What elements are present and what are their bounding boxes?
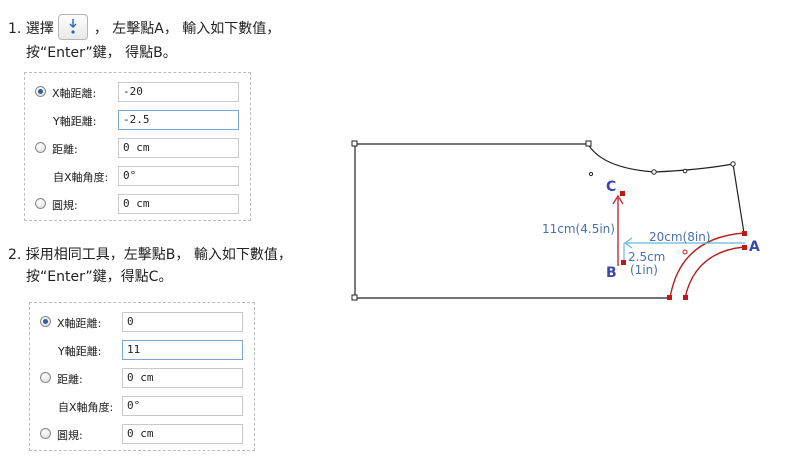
- curve-end-point[interactable]: [667, 295, 672, 300]
- outline-corner-point[interactable]: [585, 140, 592, 147]
- field-label: Y軸距離:: [58, 345, 102, 358]
- step-1-line1-start: 1. 選擇: [8, 21, 54, 37]
- step-1-line2: 按“Enter”鍵， 得點B。: [26, 45, 177, 61]
- value-input[interactable]: 0: [122, 312, 243, 332]
- value-input[interactable]: 0 cm: [118, 194, 239, 214]
- field-label: 圓規:: [52, 199, 78, 212]
- curve-control-point[interactable]: [651, 169, 657, 175]
- input-row: 距離: 0 cm: [25, 138, 250, 160]
- field-label: Y軸距離:: [53, 115, 97, 128]
- curve-end-point[interactable]: [742, 245, 747, 250]
- horizontal-dimension-label: 20cm(8in): [649, 230, 711, 244]
- input-row: 圓規: 0 cm: [30, 424, 254, 446]
- input-row: 距離: 0 cm: [30, 368, 254, 390]
- curve-control-point[interactable]: [588, 171, 594, 177]
- field-label: 自X軸角度:: [53, 171, 109, 184]
- vertical-dimension-label: 11cm(4.5in): [542, 222, 615, 236]
- value-input[interactable]: 0°: [118, 166, 239, 186]
- value-input[interactable]: -2.5: [118, 110, 239, 130]
- curve-control-point[interactable]: [682, 168, 688, 174]
- point-a-label: A: [749, 239, 760, 255]
- point-c-marker[interactable]: [620, 191, 625, 196]
- guide-arrow-left: [623, 237, 633, 249]
- field-label: 距離:: [52, 143, 78, 156]
- field-label: X軸距離:: [57, 317, 102, 330]
- outline-corner-point[interactable]: [351, 140, 358, 147]
- vertical-arrow-head: [612, 194, 624, 205]
- curve-end-point[interactable]: [683, 295, 688, 300]
- point-b-marker[interactable]: [621, 260, 626, 265]
- curve-end-point[interactable]: [742, 231, 747, 236]
- step-2-line1: 2. 採用相同工具，左擊點B， 輸入如下數值，: [8, 247, 292, 263]
- input-row: 自X軸角度: 0°: [25, 166, 250, 188]
- mode-radio-button[interactable]: [40, 372, 51, 383]
- vertical-arrows-icon: [69, 19, 77, 34]
- mode-radio-button[interactable]: [35, 198, 46, 209]
- value-input[interactable]: 0 cm: [122, 368, 243, 388]
- mode-radio-button[interactable]: [40, 316, 51, 327]
- value-input[interactable]: -20: [118, 82, 239, 102]
- small-dimension-sub-label: (1in): [630, 263, 658, 277]
- mode-radio-button[interactable]: [35, 86, 46, 97]
- field-label: 自X軸角度:: [58, 401, 114, 414]
- neckline-curve-outer[interactable]: [669, 232, 745, 299]
- point-offset-tool-button[interactable]: [57, 14, 88, 40]
- point-b-label: B: [606, 265, 617, 281]
- value-input[interactable]: 0 cm: [118, 138, 239, 158]
- step-2-instructions: 2. 採用相同工具，左擊點B， 輸入如下數值， 按“Enter”鍵，得點C。: [8, 244, 292, 288]
- input-row: X軸距離: 0: [30, 312, 254, 334]
- outline-corner-point[interactable]: [351, 294, 358, 301]
- small-dimension-label: 2.5cm: [628, 250, 665, 264]
- pattern-diagram: A B C 11cm(4.5in) 20cm(8in) 2.5cm (1in): [351, 140, 760, 301]
- value-input[interactable]: 11: [122, 340, 243, 360]
- field-label: 圓規:: [57, 429, 83, 442]
- input-row: Y軸距離: -2.5: [25, 110, 250, 132]
- curve-mid-point[interactable]: [682, 249, 688, 255]
- step-2-line2: 按“Enter”鍵，得點C。: [26, 269, 173, 285]
- point-c-label: C: [606, 179, 616, 195]
- value-input[interactable]: 0 cm: [122, 424, 243, 444]
- field-label: X軸距離:: [52, 87, 97, 100]
- input-row: X軸距離: -20: [25, 82, 250, 104]
- input-row: Y軸距離: 11: [30, 340, 254, 362]
- step-1-instructions: 1. 選擇 ， 左擊點A， 輸入如下數值， 按“Enter”鍵， 得點B。: [8, 14, 281, 64]
- input-row: 自X軸角度: 0°: [30, 396, 254, 418]
- input-row: 圓規: 0 cm: [25, 194, 250, 216]
- mode-radio-button[interactable]: [40, 428, 51, 439]
- mode-radio-button[interactable]: [35, 142, 46, 153]
- step-1-line1-end: ， 左擊點A， 輸入如下數值，: [93, 21, 281, 37]
- pattern-outline: [355, 143, 745, 234]
- curve-control-point[interactable]: [730, 161, 736, 167]
- neckline-curve-inner[interactable]: [684, 246, 745, 299]
- field-label: 距離:: [57, 373, 83, 386]
- value-input[interactable]: 0°: [122, 396, 243, 416]
